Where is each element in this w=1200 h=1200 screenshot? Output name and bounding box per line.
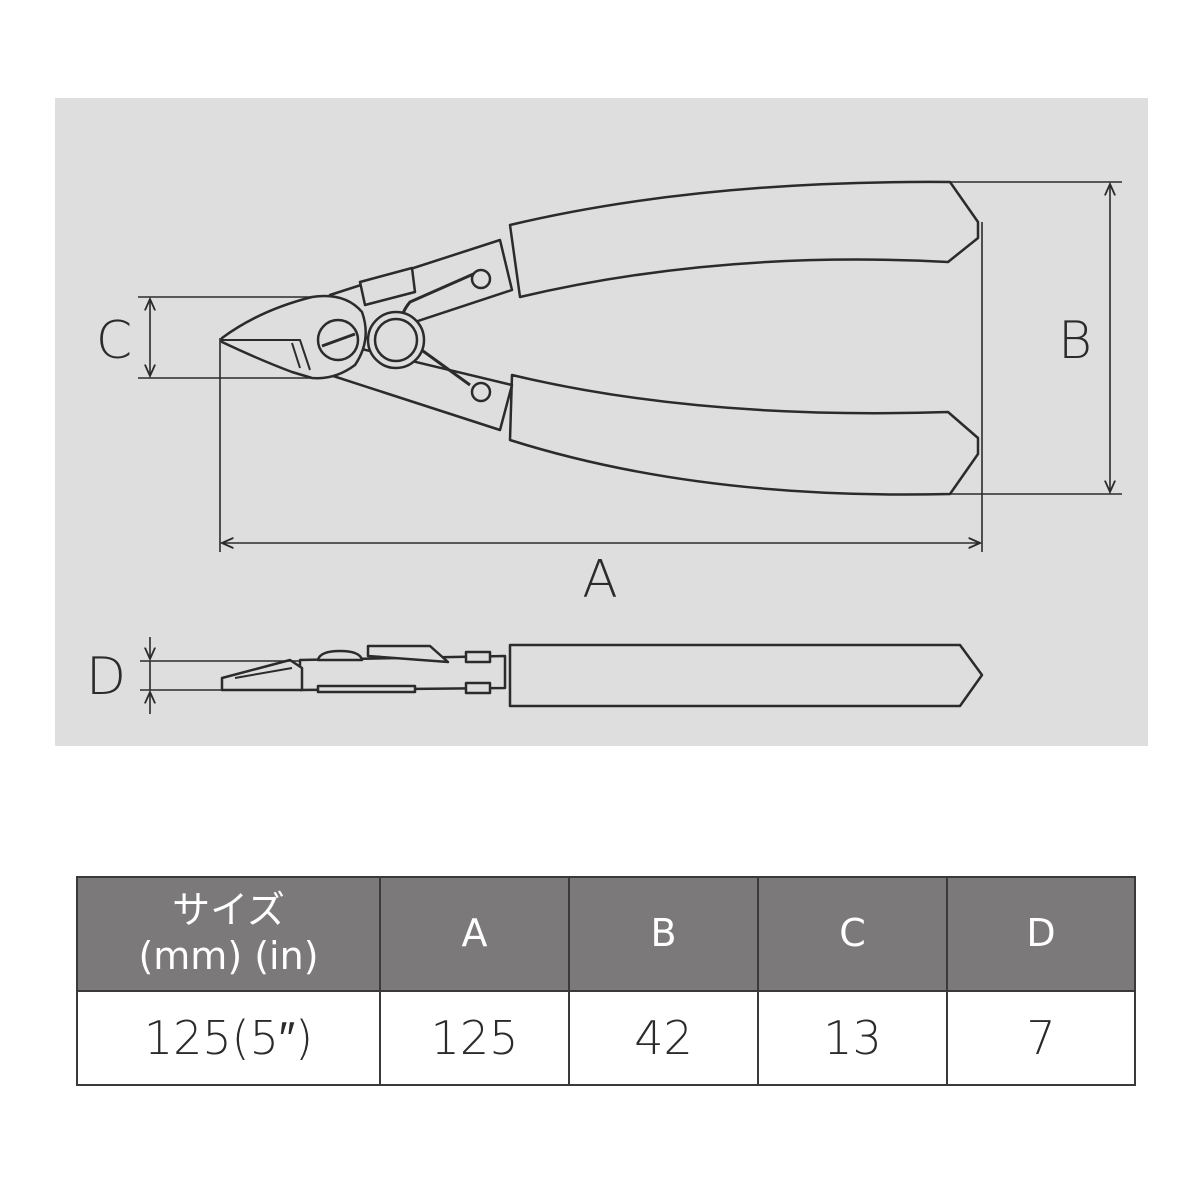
header-c: C xyxy=(757,876,948,992)
cell-b: 42 xyxy=(568,990,759,1086)
spring-eye-lower xyxy=(470,381,492,403)
side-pivot-bump xyxy=(316,649,364,662)
header-size-line1: サイズ xyxy=(172,888,285,933)
spring-eye-upper xyxy=(470,268,492,290)
spring-coil-inner xyxy=(373,317,419,363)
side-joint-block-lower xyxy=(464,681,492,695)
spring-clip xyxy=(358,266,417,307)
side-spring-clip xyxy=(366,644,450,664)
dimension-label-a: A xyxy=(582,550,618,610)
pivot-slot xyxy=(321,332,356,348)
dimension-label-b: B xyxy=(1058,311,1092,371)
side-handle xyxy=(508,643,984,708)
header-size: サイズ (mm) (in) xyxy=(76,876,381,992)
side-joint-block-upper xyxy=(464,650,492,664)
cell-c: 13 xyxy=(757,990,948,1086)
upper-handle-grip xyxy=(508,180,980,299)
dimension-label-d: D xyxy=(86,647,126,707)
table-row: 125(5″) 125 42 13 7 xyxy=(76,990,1136,1086)
jaw-edge-detail xyxy=(291,342,301,369)
dimension-label-c: C xyxy=(96,311,132,371)
header-a: A xyxy=(379,876,570,992)
cell-a: 125 xyxy=(379,990,570,1086)
lower-handle-grip xyxy=(508,373,980,496)
side-lower-plate xyxy=(316,684,417,694)
pliers-top-view-icon xyxy=(220,180,980,496)
pliers-side-view-icon xyxy=(220,643,984,708)
header-size-line2: (mm) (in) xyxy=(138,934,319,978)
cell-d: 7 xyxy=(946,990,1136,1086)
dimension-lines xyxy=(138,181,1122,714)
side-jaw-edge xyxy=(234,667,293,679)
cutting-edge xyxy=(222,339,311,371)
header-b: B xyxy=(568,876,759,992)
spec-table: サイズ (mm) (in) A B C D 125(5″) 125 42 13 … xyxy=(76,876,1136,1086)
spec-table-header-row: サイズ (mm) (in) A B C D xyxy=(76,876,1136,992)
cell-size: 125(5″) xyxy=(76,990,381,1086)
side-jaw xyxy=(220,658,304,692)
header-d: D xyxy=(946,876,1136,992)
